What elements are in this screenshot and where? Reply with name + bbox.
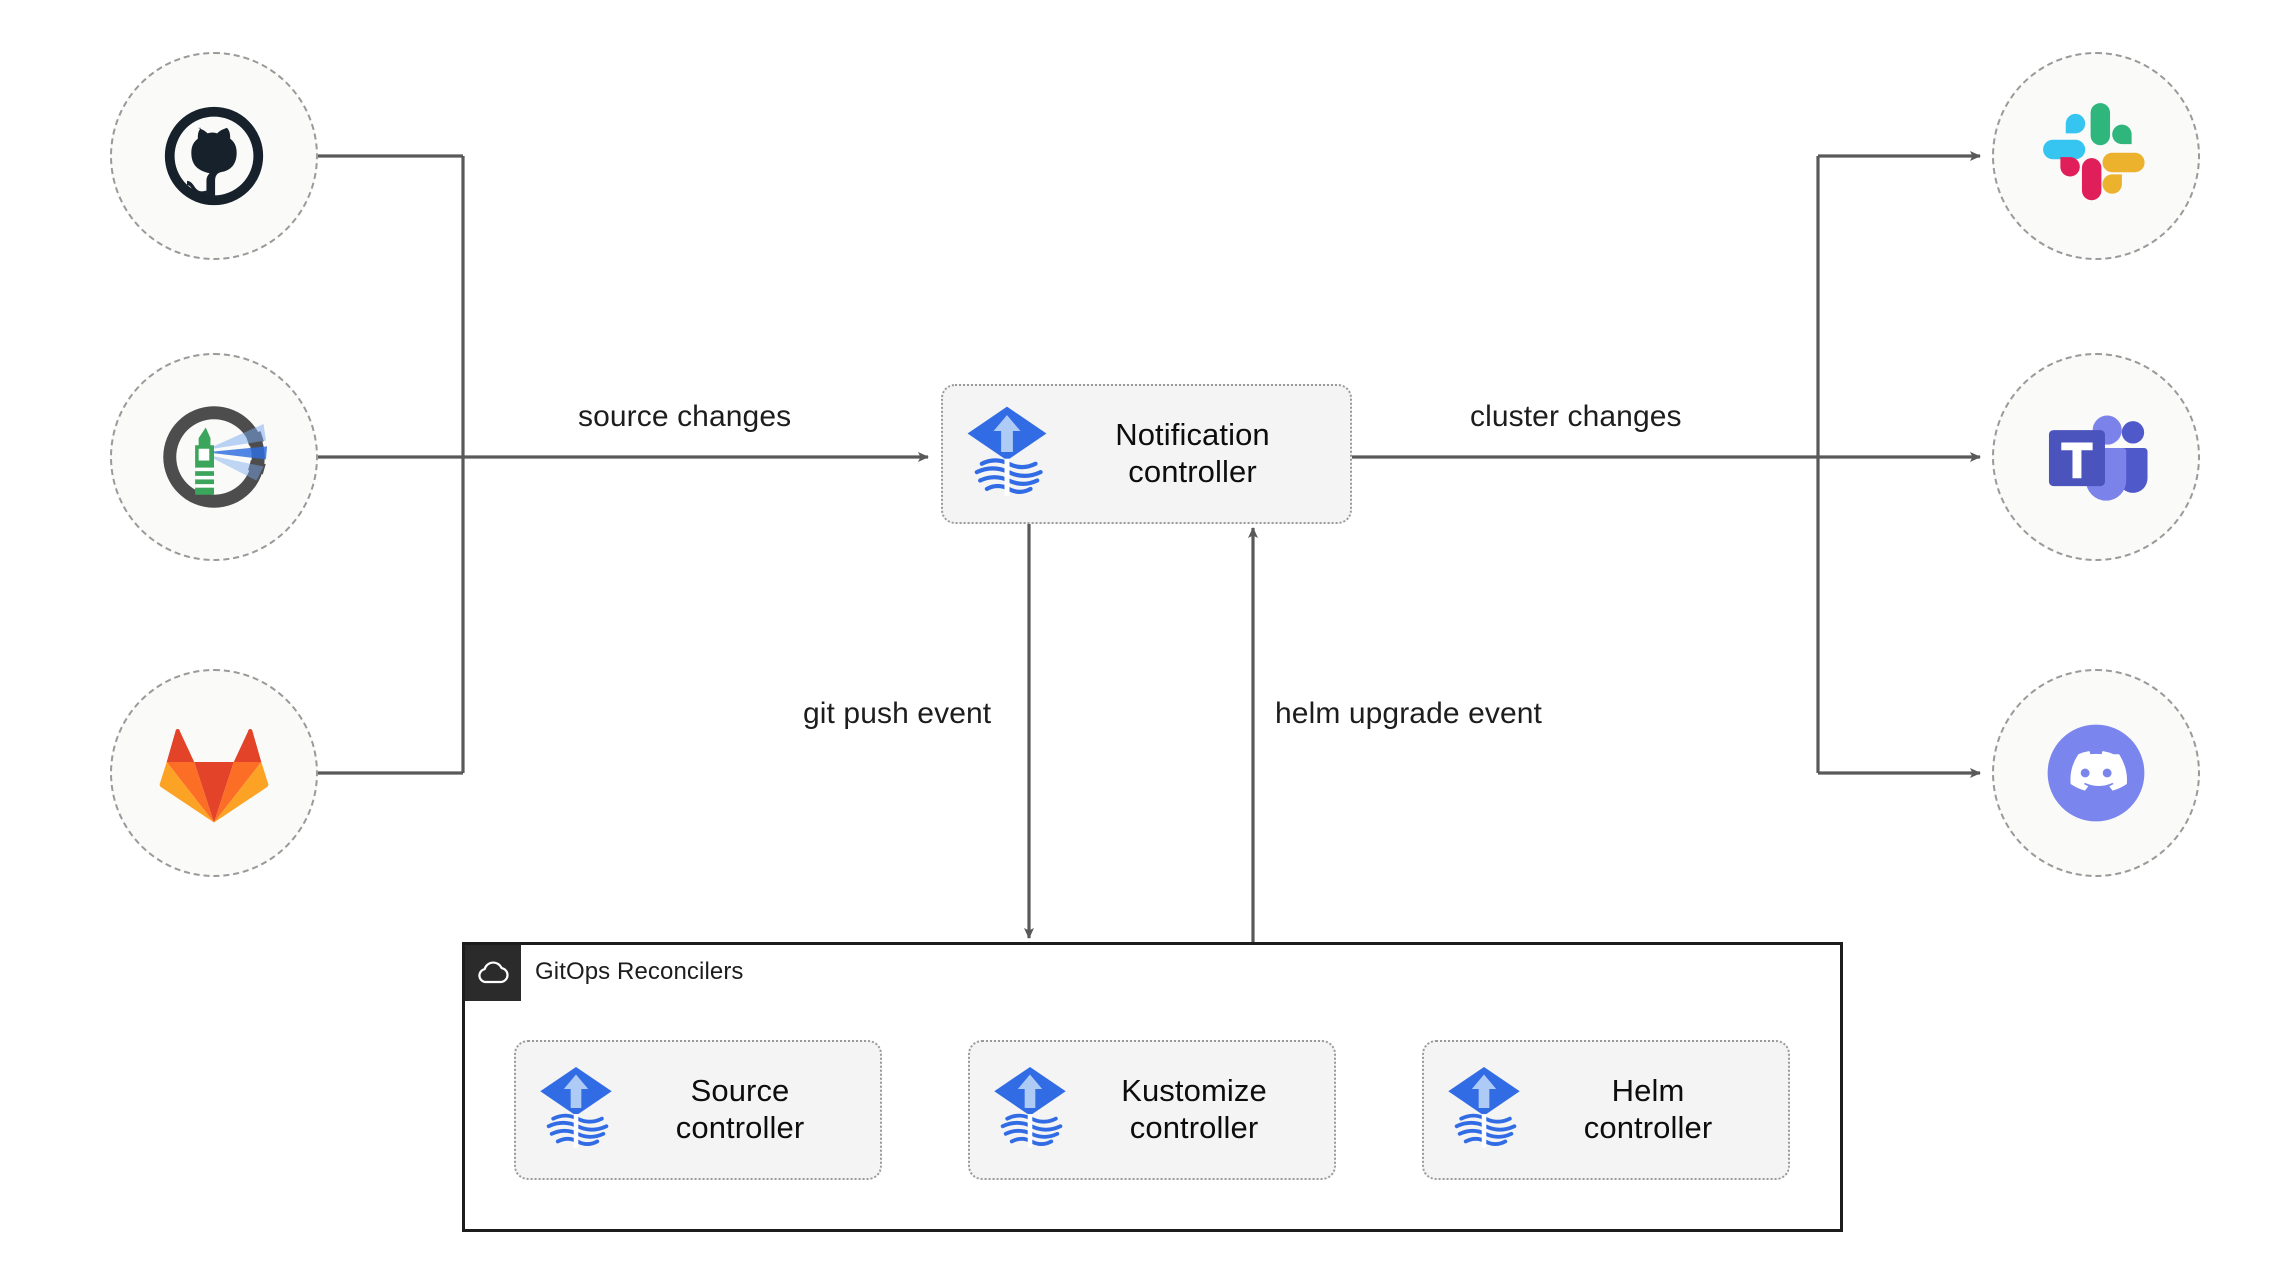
flux-logo-icon (538, 1065, 614, 1156)
teams-icon (2040, 401, 2152, 513)
edge-label-git-push-event: git push event (803, 697, 992, 730)
edge-label-source-changes: source changes (578, 400, 792, 433)
github-icon (160, 102, 268, 210)
kustomize-controller-box[interactable]: Kustomize controller (968, 1040, 1336, 1180)
cloud-icon (465, 945, 521, 1001)
kustomize-controller-label: Kustomize controller (1121, 1073, 1267, 1145)
slack-icon (2042, 102, 2150, 210)
source-node-flux[interactable] (110, 353, 318, 561)
helm-controller-label: Helm controller (1583, 1073, 1713, 1145)
target-node-discord[interactable] (1992, 669, 2200, 877)
edge-label-helm-upgrade-event: helm upgrade event (1275, 697, 1542, 730)
source-controller-label: Source controller (675, 1073, 805, 1145)
gitops-group-title: GitOps Reconcilers (535, 958, 744, 985)
gitlab-icon (159, 721, 269, 825)
flux-lighthouse-icon (155, 398, 273, 516)
source-node-gitlab[interactable] (110, 669, 318, 877)
source-controller-box[interactable]: Source controller (514, 1040, 882, 1180)
edge-label-cluster-changes: cluster changes (1470, 400, 1682, 433)
source-node-github[interactable] (110, 52, 318, 260)
helm-controller-box[interactable]: Helm controller (1422, 1040, 1790, 1180)
flux-logo-icon (992, 1065, 1068, 1156)
discord-icon (2041, 718, 2151, 828)
notification-controller-label: Notification controller (1115, 417, 1270, 489)
flux-logo-icon (1446, 1065, 1522, 1156)
notification-controller-box[interactable]: Notification controller (941, 384, 1352, 524)
flux-logo-icon (965, 405, 1049, 504)
target-node-teams[interactable] (1992, 353, 2200, 561)
target-node-slack[interactable] (1992, 52, 2200, 260)
